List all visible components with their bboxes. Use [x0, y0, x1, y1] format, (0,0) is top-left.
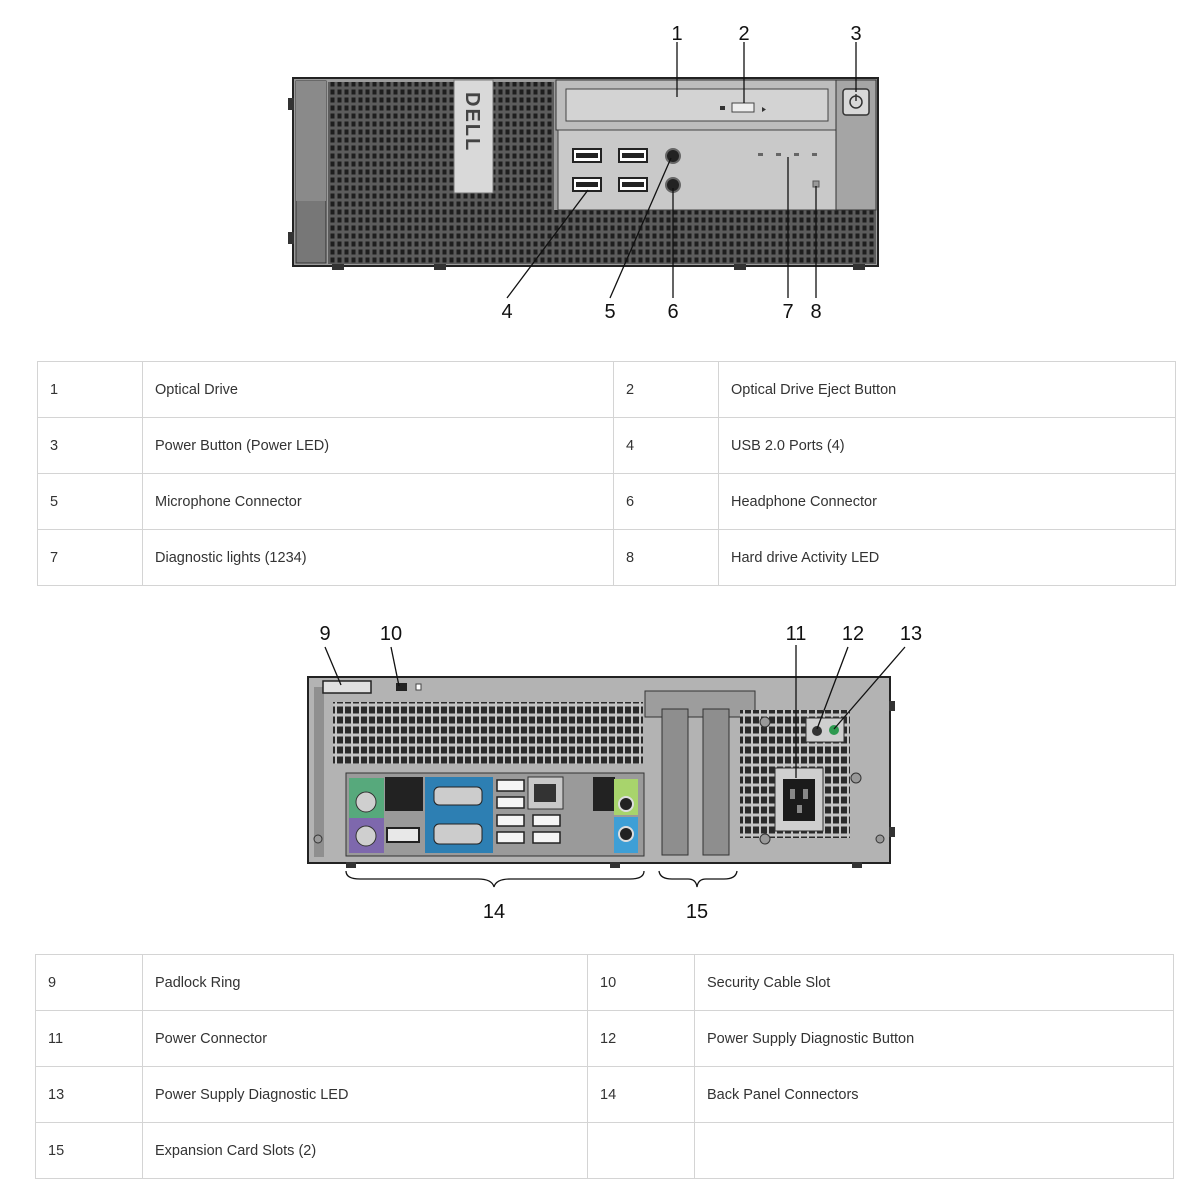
callout-5: 5: [604, 301, 615, 323]
item-label: Hard drive Activity LED: [718, 529, 1176, 586]
item-number: 3: [37, 417, 143, 474]
table-row: 3 Power Button (Power LED) 4 USB 2.0 Por…: [37, 417, 1176, 474]
item-number: 14: [587, 1066, 695, 1123]
item-number: 5: [37, 473, 143, 530]
psu-diagnostic-button: [812, 726, 822, 736]
serial-port: [425, 777, 493, 817]
item-label: Expansion Card Slots (2): [142, 1122, 588, 1179]
item-label: Power Supply Diagnostic LED: [142, 1066, 588, 1123]
diagnostic-lights: [758, 153, 817, 156]
security-cable-slot: [396, 683, 407, 691]
rear-view-illustration: 9 10 11 12 13 14 15: [307, 623, 922, 923]
callout-15: 15: [686, 901, 708, 923]
item-number: 10: [587, 954, 695, 1011]
table-row: 9 Padlock Ring 10 Security Cable Slot: [35, 954, 1174, 1011]
callout-14: 14: [483, 901, 505, 923]
expansion-slot-1: [661, 708, 689, 856]
eject-button: [731, 102, 755, 113]
callout-11: 11: [786, 623, 807, 645]
table-row: 11 Power Connector 12 Power Supply Diagn…: [35, 1010, 1174, 1067]
item-label: Power Supply Diagnostic Button: [694, 1010, 1174, 1067]
item-number: 4: [613, 417, 719, 474]
item-label: Power Connector: [142, 1010, 588, 1067]
table-row: 1 Optical Drive 2 Optical Drive Eject Bu…: [37, 361, 1176, 418]
callout-4: 4: [501, 301, 512, 323]
front-view-illustration: DELL 1 2: [288, 23, 879, 323]
rear-legend-table: 9 Padlock Ring 10 Security Cable Slot 11…: [35, 954, 1174, 1179]
item-number: [587, 1122, 695, 1179]
item-number: 8: [613, 529, 719, 586]
item-label: Diagnostic lights (1234): [142, 529, 614, 586]
dell-logo-text: DELL: [461, 92, 483, 152]
callout-13: 13: [900, 623, 922, 645]
rear-vent: [333, 702, 643, 764]
callout-7: 7: [782, 301, 793, 323]
front-view-diagram: DELL 1 2: [0, 0, 1200, 340]
item-label: Microphone Connector: [142, 473, 614, 530]
table-row: 5 Microphone Connector 6 Headphone Conne…: [37, 473, 1176, 530]
rear-usb-ports: [496, 779, 561, 844]
padlock-ring: [322, 680, 372, 694]
item-number: 11: [35, 1010, 143, 1067]
rear-view-diagram: 9 10 11 12 13 14 15: [0, 605, 1200, 945]
power-button: [842, 88, 870, 116]
vga-port: [425, 817, 493, 853]
callout-12: 12: [842, 623, 864, 645]
grill-bottom: [328, 210, 876, 264]
front-legend-table: 1 Optical Drive 2 Optical Drive Eject Bu…: [37, 361, 1176, 586]
item-label: USB 2.0 Ports (4): [718, 417, 1176, 474]
item-label: Optical Drive Eject Button: [718, 361, 1176, 418]
table-row: 7 Diagnostic lights (1234) 8 Hard drive …: [37, 529, 1176, 586]
power-connector: [783, 779, 815, 821]
ps2-mouse-port: [349, 778, 384, 818]
ps2-keyboard-port: [349, 818, 384, 853]
expansion-slot-2: [702, 708, 730, 856]
psu-diagnostic-led: [829, 725, 839, 735]
ethernet-port: [527, 776, 564, 810]
callout-1: 1: [671, 23, 682, 45]
item-number: 2: [613, 361, 719, 418]
item-label: Power Button (Power LED): [142, 417, 614, 474]
callout-9: 9: [319, 623, 330, 645]
usb-ports: [572, 148, 648, 192]
item-number: 12: [587, 1010, 695, 1067]
item-number: 1: [37, 361, 143, 418]
item-number: 7: [37, 529, 143, 586]
item-label: [694, 1122, 1174, 1179]
item-number: 15: [35, 1122, 143, 1179]
callout-10: 10: [380, 623, 402, 645]
item-label: Security Cable Slot: [694, 954, 1174, 1011]
callout-3: 3: [850, 23, 861, 45]
callout-6: 6: [667, 301, 678, 323]
item-number: 13: [35, 1066, 143, 1123]
item-label: Back Panel Connectors: [694, 1066, 1174, 1123]
audio-line-out-jack: [614, 779, 638, 815]
microphone-jack: [665, 148, 681, 164]
callout-8: 8: [810, 301, 821, 323]
item-number: 6: [613, 473, 719, 530]
optical-drive: [565, 88, 829, 122]
dell-badge: [453, 79, 494, 194]
item-label: Headphone Connector: [718, 473, 1176, 530]
item-number: 9: [35, 954, 143, 1011]
item-label: Optical Drive: [142, 361, 614, 418]
front-io-panel: [557, 129, 837, 211]
table-row: 13 Power Supply Diagnostic LED 14 Back P…: [35, 1066, 1174, 1123]
grill-top: [328, 82, 554, 210]
item-label: Padlock Ring: [142, 954, 588, 1011]
table-row: 15 Expansion Card Slots (2): [35, 1122, 1174, 1179]
displayport: [386, 827, 420, 843]
callout-2: 2: [738, 23, 749, 45]
audio-line-in-jack: [614, 817, 638, 853]
